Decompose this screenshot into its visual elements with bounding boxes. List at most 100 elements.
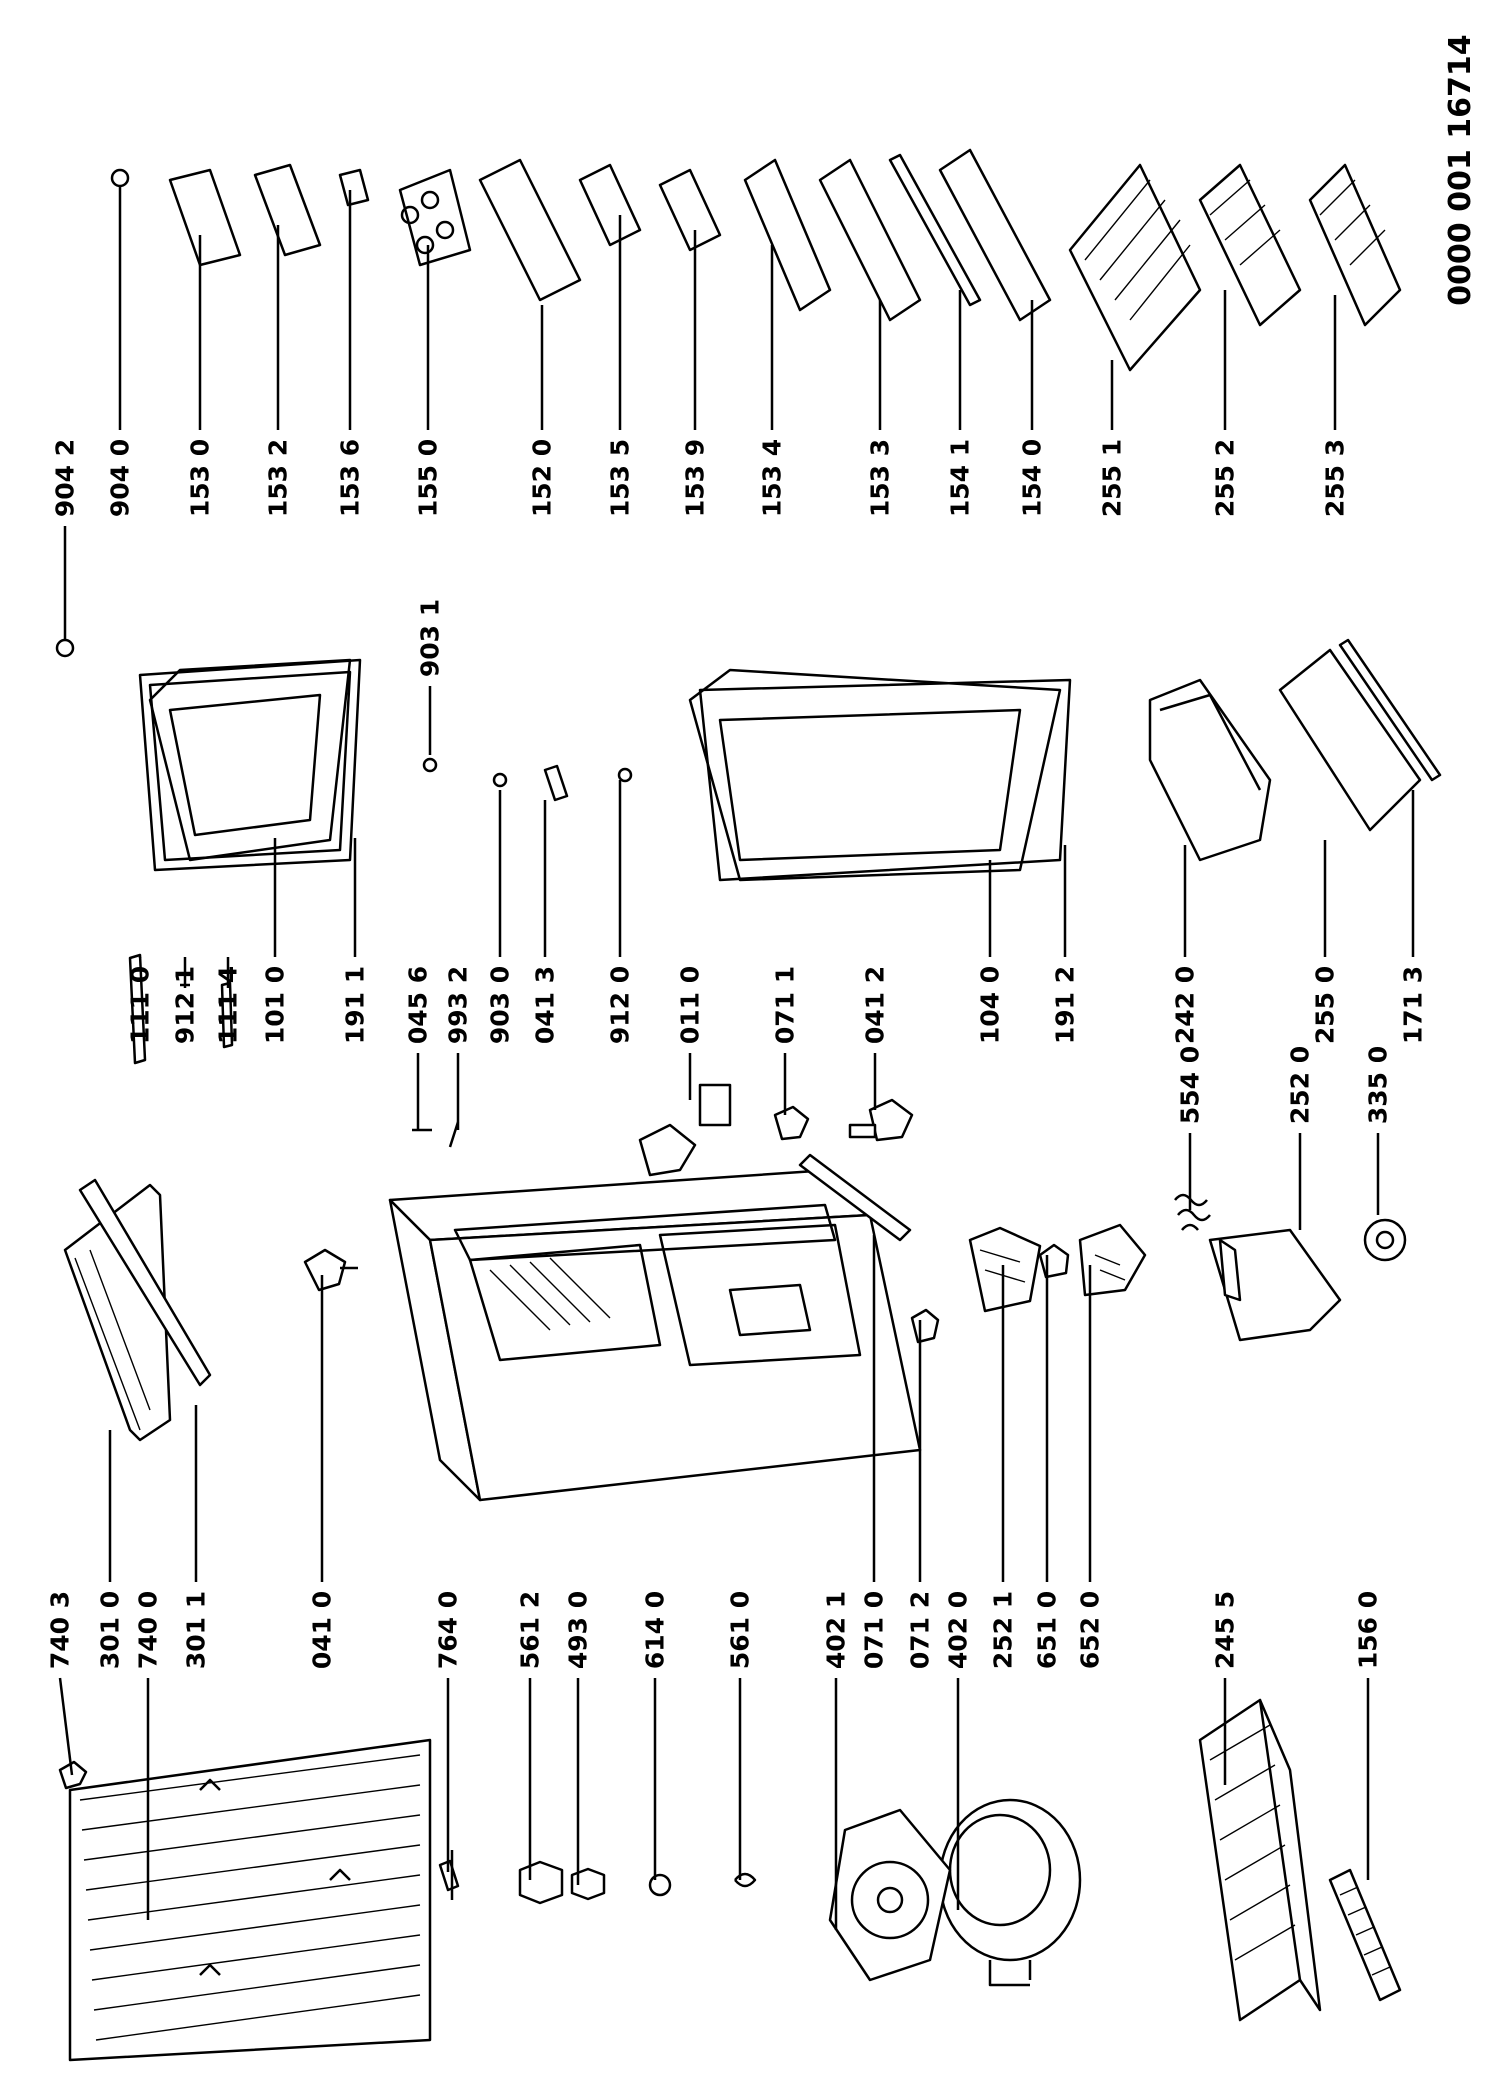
part-label: 740 3	[46, 1591, 75, 1669]
part-label: 255 0	[1311, 966, 1340, 1044]
part-label: 252 0	[1286, 1046, 1315, 1124]
thermostat-drawing	[1078, 1223, 1147, 1297]
part-label: 652 0	[1076, 1591, 1105, 1669]
part-label: 045 6	[404, 966, 433, 1044]
document-number: 0000 001 16714	[1443, 34, 1478, 305]
part-label: 255 2	[1211, 439, 1240, 517]
heater-coil-drawing	[1174, 1193, 1211, 1231]
part-label: 111 4	[214, 966, 243, 1044]
part-label: 904 2	[51, 439, 80, 517]
part-label: 903 1	[416, 599, 445, 677]
switch-drawing	[648, 1873, 672, 1897]
bumper-drawing	[422, 757, 438, 773]
bottle-shelf-drawing	[743, 158, 832, 312]
part-label: 255 3	[1321, 439, 1350, 517]
kick-plate-drawing	[798, 1153, 912, 1242]
pin-screw-drawing	[617, 767, 633, 783]
wire-shelf-1-drawing	[1068, 163, 1202, 372]
cable-clip-drawing	[734, 1872, 757, 1888]
part-label: 101 0	[261, 966, 290, 1044]
bulb-drawing	[110, 168, 130, 188]
part-label: 904 0	[106, 439, 135, 517]
part-label: 071 2	[906, 1591, 935, 1669]
condenser-coil-drawing	[68, 1738, 432, 2062]
egg-tray-drawing	[398, 168, 472, 267]
door-pocket-1-drawing	[168, 168, 242, 267]
leader-lines	[58, 185, 1415, 1930]
glass-shelf-drawing	[1278, 648, 1422, 832]
fridge-door-drawing	[688, 668, 1062, 882]
top-hinge-drawing	[303, 1248, 358, 1292]
part-label: 111 0	[126, 966, 155, 1044]
part-label: 154 1	[946, 439, 975, 517]
vent-grid-drawing	[1328, 1868, 1402, 2002]
small-shelf-2-drawing	[658, 168, 722, 252]
middle-hinge-drawing	[638, 1083, 732, 1177]
part-label: 402 0	[944, 1591, 973, 1669]
door-stop-drawing	[492, 772, 508, 788]
control-panel-drawing	[1208, 1228, 1342, 1342]
hinge-pin-drawing	[543, 764, 569, 802]
part-label: 153 9	[681, 439, 710, 517]
part-label: 171 3	[1399, 966, 1428, 1044]
part-label: 651 0	[1033, 1591, 1062, 1669]
part-label: 071 0	[860, 1591, 889, 1669]
crisper-drawer-drawing	[1148, 678, 1272, 862]
part-label: 764 0	[434, 1591, 463, 1669]
part-label: 740 0	[134, 1591, 163, 1669]
door-bracket-drawing	[773, 1105, 810, 1141]
part-label: 041 2	[861, 966, 890, 1044]
freezer-gasket-drawing	[138, 658, 362, 872]
part-label: 554 0	[1176, 1046, 1205, 1124]
part-label: 104 0	[976, 966, 1005, 1044]
part-label: 153 2	[264, 439, 293, 517]
wire-shelf-3-drawing	[1308, 163, 1402, 327]
top-rail-drawing	[63, 1183, 172, 1442]
part-label: 255 1	[1098, 439, 1127, 517]
door-shelf-2-drawing	[938, 148, 1052, 322]
part-label: 301 1	[182, 1591, 211, 1669]
knob-drawing	[1363, 1218, 1407, 1262]
shelf-bar-drawing	[888, 153, 982, 307]
part-label: 912 1	[171, 966, 200, 1044]
part-label: 153 4	[758, 439, 787, 517]
small-shelf-1-drawing	[578, 163, 642, 247]
part-label: 561 0	[726, 1591, 755, 1669]
door-shelf-1-drawing	[818, 158, 922, 322]
compressor-drawing	[938, 1798, 1082, 1987]
part-label: 071 1	[771, 966, 800, 1044]
part-label: 993 2	[444, 966, 473, 1044]
part-label: 252 1	[989, 1591, 1018, 1669]
part-label: 614 0	[641, 1591, 670, 1669]
part-label: 011 0	[676, 966, 705, 1044]
part-label: 041 3	[531, 966, 560, 1044]
part-label: 153 3	[866, 439, 895, 517]
part-label: 402 1	[822, 1591, 851, 1669]
part-label: 156 0	[1354, 1591, 1383, 1669]
handle-strip-drawing	[128, 953, 147, 1065]
door-pocket-2-drawing	[253, 163, 322, 257]
defrost-heater-drawing	[438, 1850, 460, 1900]
relay-drawing	[518, 1860, 564, 1905]
part-label: 152 0	[528, 439, 557, 517]
bottom-rail-drawing	[78, 1178, 212, 1387]
fridge-gasket-drawing	[698, 678, 1072, 882]
part-label: 245 5	[1211, 1591, 1240, 1669]
part-label: 154 0	[1018, 439, 1047, 517]
part-label: 242 0	[1171, 966, 1200, 1044]
part-label: 903 0	[486, 966, 515, 1044]
part-label: 191 1	[341, 966, 370, 1044]
clip-drawing	[58, 1760, 88, 1790]
wire-shelf-2-drawing	[1198, 163, 1302, 327]
part-label: 153 6	[336, 439, 365, 517]
screw-drawing	[412, 1121, 460, 1148]
capacitor-drawing	[570, 1867, 606, 1901]
control-housing-drawing	[968, 1226, 1042, 1313]
drip-tray-grille-drawing	[1198, 1698, 1322, 2022]
butter-box-drawing	[478, 158, 582, 302]
leader-line	[58, 1677, 74, 1776]
part-label: 041 0	[308, 1591, 337, 1669]
lower-hinge-drawing	[848, 1098, 914, 1142]
